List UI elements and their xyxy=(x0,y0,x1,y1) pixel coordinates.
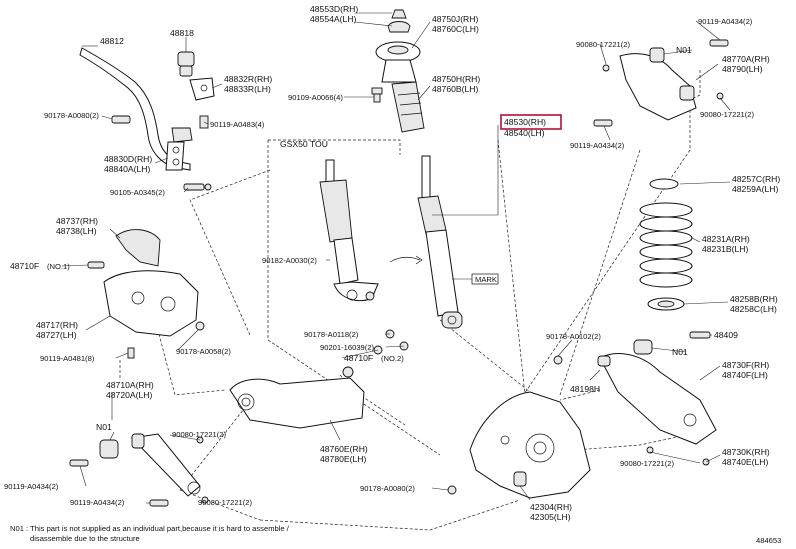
label-48231B[interactable]: 48231B(LH) xyxy=(702,244,748,254)
left-bracket-illustrations xyxy=(87,229,205,359)
label-48780E[interactable]: 48780E(LH) xyxy=(320,454,366,464)
label-48259A[interactable]: 48259A(LH) xyxy=(732,184,778,194)
label-48710F-no1-tag: (NO.1) xyxy=(47,262,70,271)
label-variant-gsx50: GSX50 TOU xyxy=(280,139,328,149)
label-48790[interactable]: 48790(LH) xyxy=(722,64,763,74)
label-90119-A0483[interactable]: 90119-A0483(4) xyxy=(210,120,265,129)
label-48710F-no1[interactable]: 48710F xyxy=(10,261,39,271)
label-48198H[interactable]: 48198H xyxy=(570,384,600,394)
label-90119-A0434-mid[interactable]: 90119-A0434(2) xyxy=(570,141,625,150)
label-90178-A0080-b[interactable]: 90178-A0080(2) xyxy=(360,484,415,493)
label-48258B[interactable]: 48258B(RH) xyxy=(730,294,778,304)
label-90178-A0102[interactable]: 90178-A0102(2) xyxy=(546,332,601,341)
label-48770A[interactable]: 48770A(RH) xyxy=(722,54,770,64)
label-48812[interactable]: 48812 xyxy=(100,36,124,46)
figure-number: 484653 xyxy=(756,536,781,545)
label-90201-16039[interactable]: 90201-16039(2) xyxy=(320,343,375,352)
label-n01-right: N01 xyxy=(672,347,688,357)
label-48710A[interactable]: 48710A(RH) xyxy=(106,380,154,390)
shock-absorber-gsx50-illustration xyxy=(319,159,423,302)
knuckle-illustration xyxy=(447,391,591,499)
label-n01-left: N01 xyxy=(96,422,112,432)
label-90119-A0434-b[interactable]: 90119-A0434(2) xyxy=(70,498,125,507)
label-48760E[interactable]: 48760E(RH) xyxy=(320,444,368,454)
label-48258C[interactable]: 48258C(LH) xyxy=(730,304,777,314)
label-90182-A0030[interactable]: 90182-A0030(2) xyxy=(262,256,317,265)
label-48760B[interactable]: 48760B(LH) xyxy=(432,84,478,94)
label-48818[interactable]: 48818 xyxy=(170,28,194,38)
label-48740E[interactable]: 48740E(LH) xyxy=(722,457,768,467)
lower-arm-illustrations xyxy=(69,329,409,507)
label-48840A[interactable]: 48840A(LH) xyxy=(104,164,150,174)
label-90178-A0058[interactable]: 90178-A0058(2) xyxy=(176,347,231,356)
highlight-box-48530 xyxy=(500,114,562,130)
label-90080-17221-a[interactable]: 90080-17221(2) xyxy=(172,430,227,439)
label-90178-A0118[interactable]: 90178-A0118(2) xyxy=(304,330,359,339)
label-48231A[interactable]: 48231A(RH) xyxy=(702,234,750,244)
label-48530[interactable]: 48530(RH) xyxy=(504,117,546,127)
label-90080-17221-b[interactable]: 90080-17221(2) xyxy=(198,498,253,507)
label-48710F-no2[interactable]: 48710F xyxy=(344,353,373,363)
label-90080-17221-top[interactable]: 90080-17221(2) xyxy=(576,40,631,49)
coil-spring-illustration xyxy=(639,178,693,311)
part-labels: 48553D(RH) 48554A(LH) 48750J(RH) 48760C(… xyxy=(4,4,780,522)
shock-absorber-48530-illustration xyxy=(417,155,499,329)
label-90080-17221-mid[interactable]: 90080-17221(2) xyxy=(700,110,755,119)
upper-arm-illustration xyxy=(593,39,729,127)
label-48730F[interactable]: 48730F(RH) xyxy=(722,360,769,370)
label-48737[interactable]: 48737(RH) xyxy=(56,216,98,226)
label-90119-A0434-top[interactable]: 90119-A0434(2) xyxy=(698,17,753,26)
label-48730K[interactable]: 48730K(RH) xyxy=(722,447,770,457)
right-lower-arm-illustration xyxy=(553,331,717,466)
label-48750H[interactable]: 48750H(RH) xyxy=(432,74,480,84)
label-48554A[interactable]: 48554A(LH) xyxy=(310,14,356,24)
label-n01-top: N01 xyxy=(676,45,692,55)
label-90105-A0345[interactable]: 90105-A0345(2) xyxy=(110,188,165,197)
label-48727[interactable]: 48727(LH) xyxy=(36,330,77,340)
label-48257C[interactable]: 48257C(RH) xyxy=(732,174,780,184)
footnote-line-1: N01 : This part is not supplied as an in… xyxy=(10,524,290,533)
label-90178-A0080-a[interactable]: 90178-A0080(2) xyxy=(44,111,99,120)
footnote-line-2: disassemble due to the structure xyxy=(30,534,140,543)
label-42305[interactable]: 42305(LH) xyxy=(530,512,571,522)
label-48409[interactable]: 48409 xyxy=(714,330,738,340)
label-90080-17221-r[interactable]: 90080-17221(2) xyxy=(620,459,675,468)
label-48832R[interactable]: 48832R(RH) xyxy=(224,74,272,84)
label-48833R[interactable]: 48833R(LH) xyxy=(224,84,271,94)
leader-lines xyxy=(61,12,731,504)
label-48553D[interactable]: 48553D(RH) xyxy=(310,4,358,14)
stabilizer-bar-illustration xyxy=(79,47,215,191)
label-90119-A0481[interactable]: 90119-A0481(8) xyxy=(40,354,95,363)
label-42304[interactable]: 42304(RH) xyxy=(530,502,572,512)
label-48717[interactable]: 48717(RH) xyxy=(36,320,78,330)
label-48760C[interactable]: 48760C(LH) xyxy=(432,24,479,34)
label-90109-A0066[interactable]: 90109-A0066(4) xyxy=(288,93,343,102)
label-mark: MARK xyxy=(475,275,497,284)
label-90119-A0434-a[interactable]: 90119-A0434(2) xyxy=(4,482,59,491)
label-48750J[interactable]: 48750J(RH) xyxy=(432,14,478,24)
label-48740F[interactable]: 48740F(LH) xyxy=(722,370,768,380)
label-48830D[interactable]: 48830D(RH) xyxy=(104,154,152,164)
label-48738[interactable]: 48738(LH) xyxy=(56,226,97,236)
label-48720A[interactable]: 48720A(LH) xyxy=(106,390,152,400)
label-48710F-no2-tag: (NO.2) xyxy=(381,354,404,363)
upper-mount-illustration xyxy=(371,9,425,133)
label-48540[interactable]: 48540(LH) xyxy=(504,128,545,138)
